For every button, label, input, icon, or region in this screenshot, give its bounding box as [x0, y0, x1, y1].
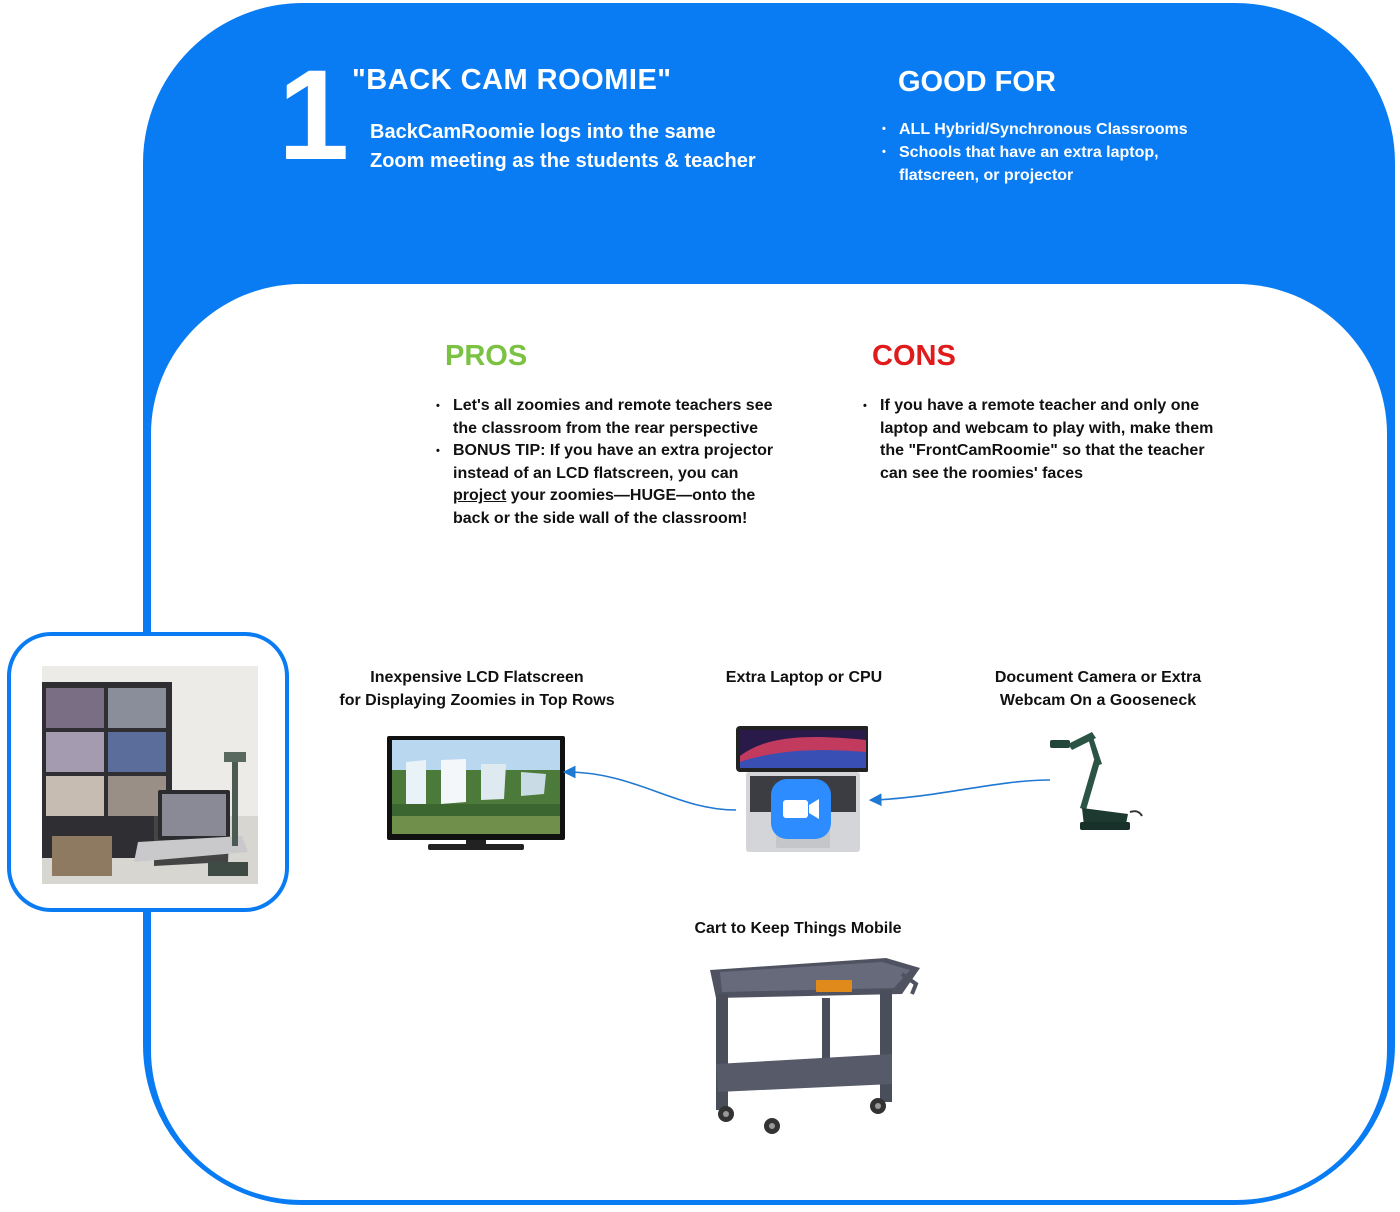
- document-camera-illustration: [1050, 732, 1143, 830]
- cons-item: If you have a remote teacher and only on…: [861, 395, 1231, 485]
- classroom-photo-frame: [7, 632, 289, 912]
- page-title: "BACK CAM ROOMIE": [352, 64, 672, 96]
- laptop-caption: Extra Laptop or CPU: [725, 669, 883, 686]
- good-for-title: GOOD FOR: [898, 66, 1056, 98]
- step-number: 1: [278, 44, 350, 187]
- pros-item-text: your zoomies—HUGE—onto the back or the s…: [453, 487, 756, 527]
- cart-caption: Cart to Keep Things Mobile: [694, 920, 902, 937]
- cons-title: CONS: [872, 340, 956, 372]
- pros-item-text: BONUS TIP: If you have an extra projecto…: [453, 442, 774, 482]
- arrow-camera-to-laptop: [868, 779, 1051, 807]
- flatscreen-caption-line: for Displaying Zoomies in Top Rows: [339, 692, 615, 709]
- subtitle-line-1: BackCamRoomie logs into the same: [370, 121, 716, 143]
- good-for-item: ALL Hybrid/Synchronous Classrooms: [880, 118, 1210, 141]
- pros-item: Let's all zoomies and remote teachers se…: [434, 395, 794, 440]
- camera-caption-line: Document Camera or Extra: [994, 669, 1202, 686]
- flatscreen-caption-line: Inexpensive LCD Flatscreen: [370, 669, 584, 686]
- cart-illustration: [710, 958, 920, 1134]
- camera-caption: Document Camera or Extra Webcam On a Goo…: [960, 666, 1236, 712]
- tv-illustration: [387, 736, 565, 850]
- arrow-laptop-to-tv: [562, 765, 737, 811]
- zoom-camera-icon: [771, 779, 831, 839]
- flatscreen-caption: Inexpensive LCD Flatscreen for Displayin…: [320, 666, 634, 712]
- classroom-photo: [42, 666, 258, 884]
- pros-list: Let's all zoomies and remote teachers se…: [434, 395, 794, 531]
- page-subtitle: BackCamRoomie logs into the same Zoom me…: [370, 118, 840, 176]
- good-for-list: ALL Hybrid/Synchronous Classrooms School…: [880, 118, 1210, 187]
- good-for-item: Schools that have an extra laptop, flats…: [880, 141, 1210, 187]
- connection-arrows: [562, 765, 1051, 811]
- cons-list: If you have a remote teacher and only on…: [861, 395, 1231, 485]
- pros-item: BONUS TIP: If you have an extra projecto…: [434, 440, 794, 530]
- pros-title: PROS: [445, 340, 528, 372]
- project-link[interactable]: project: [453, 487, 507, 505]
- subtitle-line-2: Zoom meeting as the students & teacher: [370, 150, 756, 172]
- camera-caption-line: Webcam On a Gooseneck: [999, 692, 1197, 709]
